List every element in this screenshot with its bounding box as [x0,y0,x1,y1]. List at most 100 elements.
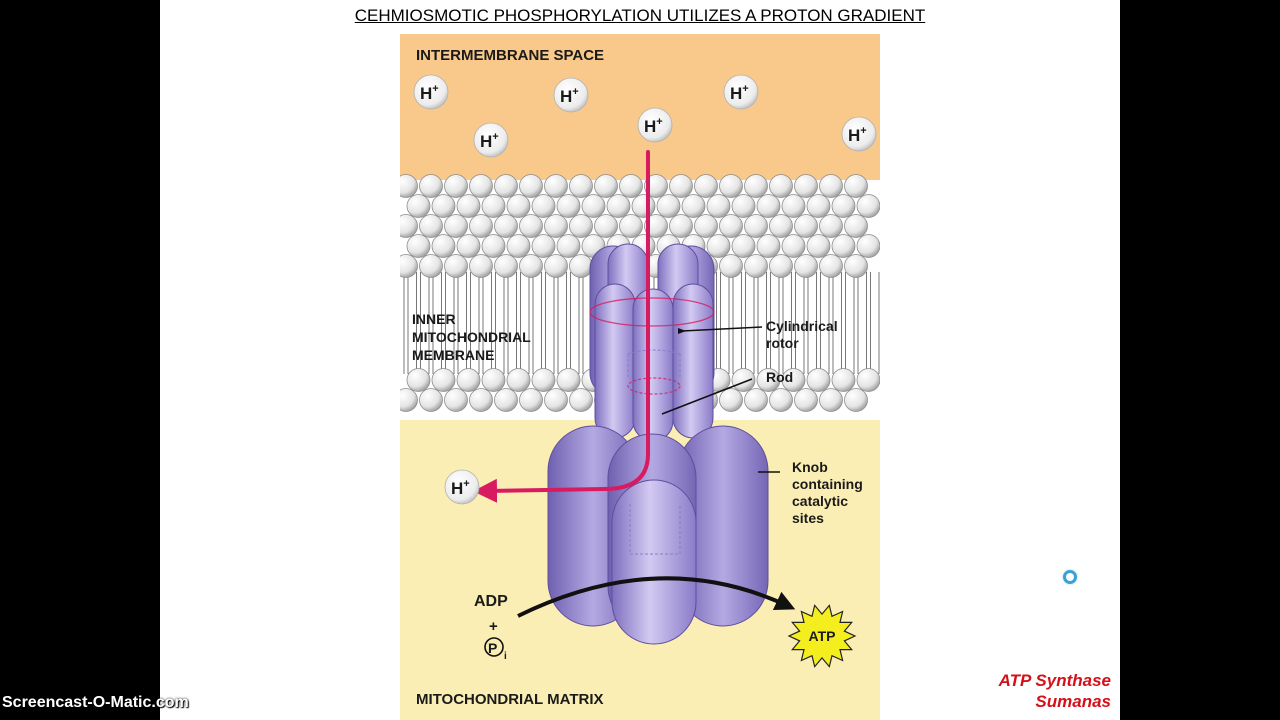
knob-label-line4: sites [792,510,824,526]
lipid-head [470,389,493,412]
lipid-head [820,389,843,412]
lipid-head [770,175,793,198]
catalytic-knob [548,426,768,644]
lipid-head [457,235,480,258]
phosphate-subscript: i [504,651,507,662]
lipid-head [432,235,455,258]
lipid-head [520,215,543,238]
lipid-head [620,215,643,238]
lipid-head [445,175,468,198]
atp-synthase-diagram: H+H+H+H+H+H+H+CylindricalrotorRodKnobcon… [400,34,880,720]
lipid-head [432,369,455,392]
lipid-head [770,255,793,278]
lipid-head [757,195,780,218]
lipid-head [470,215,493,238]
proton-h-plus: H+ [724,75,758,109]
lipid-head [557,369,580,392]
lipid-head [507,195,530,218]
lipid-head [432,195,455,218]
lipid-head [795,389,818,412]
lipid-head [407,195,430,218]
rod-label: Rod [766,369,793,385]
phosphate-label: P [488,640,497,656]
lipid-head [557,235,580,258]
lipid-head [507,369,530,392]
lipid-head [557,195,580,218]
lipid-head [832,369,855,392]
lipid-head [595,175,618,198]
lipid-head [770,389,793,412]
lipid-head [745,389,768,412]
lipid-head [832,235,855,258]
membrane-label-line3: MEMBRANE [412,347,494,363]
proton-h-plus: H+ [445,470,479,504]
lipid-head [820,215,843,238]
lipid-head [520,175,543,198]
lipid-head [520,255,543,278]
loading-spinner-icon [1063,570,1077,584]
knob-label-line2: containing [792,476,863,492]
lipid-head [720,175,743,198]
plus-label: + [489,618,498,635]
lipid-head [445,255,468,278]
intermembrane-space-label: INTERMEMBRANE SPACE [416,47,604,64]
lipid-head [595,215,618,238]
lipid-head [857,195,880,218]
lipid-head [420,255,443,278]
slide-title: CEHMIOSMOTIC PHOSPHORYLATION UTILIZES A … [160,6,1120,26]
lipid-head [820,255,843,278]
lipid-head [720,215,743,238]
lipid-head [720,389,743,412]
caption-title: ATP Synthase [999,670,1111,691]
lipid-head [457,195,480,218]
lipid-head [795,215,818,238]
lipid-head [670,215,693,238]
lipid-head [407,369,430,392]
lipid-head [545,255,568,278]
screencast-watermark: Screencast-O-Matic.com [2,694,189,712]
lipid-head [795,255,818,278]
caption: ATP Synthase Sumanas [999,670,1111,712]
lipid-head [420,389,443,412]
lipid-head [632,195,655,218]
lipid-head [532,195,555,218]
lipid-head [845,389,868,412]
knob-lobe-front [612,480,696,644]
lipid-head [570,215,593,238]
lipid-head [407,235,430,258]
lipid-head [495,255,518,278]
caption-source: Sumanas [999,691,1111,712]
lipid-head [482,235,505,258]
proton-h-plus: H+ [554,78,588,112]
lipid-head [545,389,568,412]
lipid-head [707,195,730,218]
lipid-head [807,369,830,392]
lipid-head [770,215,793,238]
lipid-head [757,235,780,258]
lipid-head [795,175,818,198]
lipid-head [620,175,643,198]
lipid-head [545,175,568,198]
lipid-head [532,235,555,258]
lipid-head [807,235,830,258]
lipid-head [807,195,830,218]
rotor-label-line1: Cylindrical [766,318,838,334]
lipid-head [482,195,505,218]
lipid-head [820,175,843,198]
lipid-head [532,369,555,392]
membrane-label-line1: INNER [412,311,456,327]
lipid-head [857,369,880,392]
proton-h-plus: H+ [414,75,448,109]
slide: CEHMIOSMOTIC PHOSPHORYLATION UTILIZES A … [160,0,1120,720]
lipid-head [745,255,768,278]
lipid-head [495,175,518,198]
lipid-head [570,389,593,412]
lipid-head [782,195,805,218]
lipid-head [570,175,593,198]
proton-h-plus: H+ [638,108,672,142]
matrix-label: MITOCHONDRIAL MATRIX [416,691,604,708]
lipid-head [495,389,518,412]
atp-label: ATP [809,628,836,644]
lipid-head [445,389,468,412]
lipid-head [682,195,705,218]
